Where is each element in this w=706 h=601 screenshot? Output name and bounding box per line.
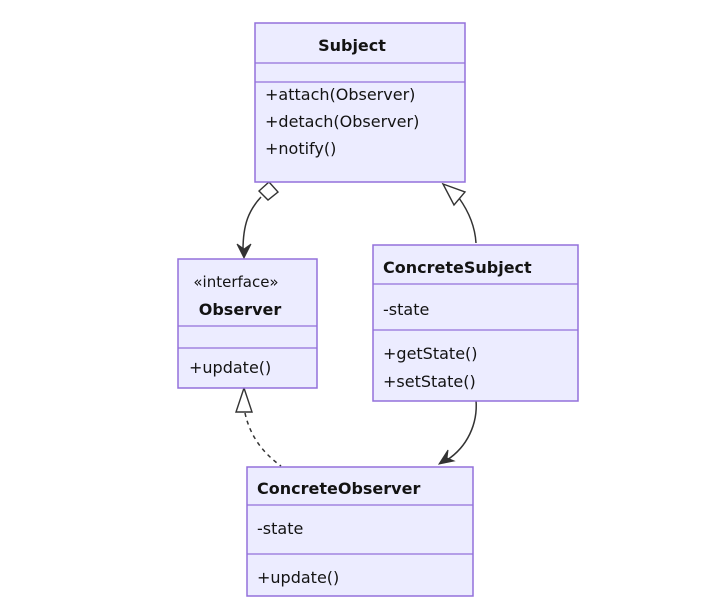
class-box <box>246 466 474 597</box>
arrowhead-marker <box>437 449 456 465</box>
class-attribute: -state <box>383 300 429 319</box>
class-subject: Subject +attach(Observer) +detach(Observ… <box>254 22 466 183</box>
class-method: +setState() <box>383 372 476 391</box>
edge-line <box>458 197 477 244</box>
edge-line <box>446 399 477 461</box>
class-method: +attach(Observer) <box>265 85 415 104</box>
class-attribute: -state <box>257 519 303 538</box>
class-box <box>177 258 318 389</box>
class-method: +update() <box>189 358 271 377</box>
edge-subject-observer-aggregation <box>236 181 280 260</box>
class-method: +detach(Observer) <box>265 112 419 131</box>
class-title: ConcreteSubject <box>383 258 532 277</box>
edge-concretesubject-concreteobserver-association <box>437 399 477 465</box>
hollow-triangle-marker <box>235 385 253 413</box>
class-concrete-observer: ConcreteObserver -state +update() <box>246 466 474 597</box>
edge-concreteobserver-observer-realization <box>235 385 282 467</box>
edge-concretesubject-subject-inheritance <box>441 182 477 244</box>
class-concrete-subject: ConcreteSubject -state +getState() +setS… <box>372 244 579 402</box>
class-box <box>372 244 579 402</box>
class-method: +notify() <box>265 139 336 158</box>
class-method: +update() <box>257 568 339 587</box>
edge-line-dashed <box>244 412 282 467</box>
class-stereotype: «interface» <box>193 273 278 291</box>
class-box <box>254 22 466 183</box>
class-method: +getState() <box>383 344 478 363</box>
edge-line <box>242 196 262 251</box>
open-diamond-marker <box>257 181 280 201</box>
hollow-triangle-marker <box>441 182 467 207</box>
class-title: Observer <box>199 300 282 319</box>
class-observer: «interface» Observer +update() <box>177 258 318 389</box>
arrowhead-marker <box>236 243 252 260</box>
class-title: Subject <box>318 36 386 55</box>
class-title: ConcreteObserver <box>257 479 420 498</box>
